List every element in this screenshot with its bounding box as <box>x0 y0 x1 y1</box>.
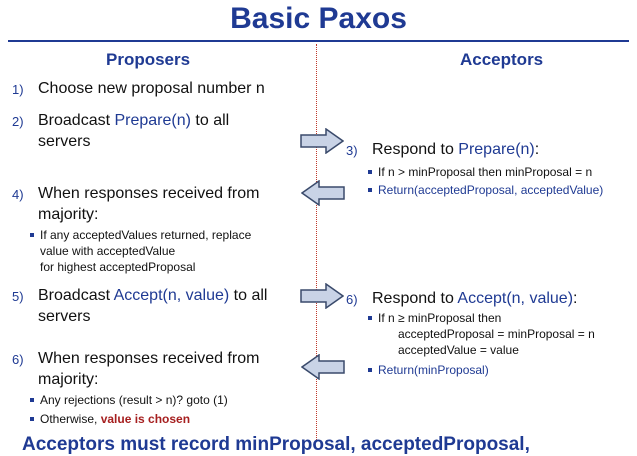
step-text-line2: majority: <box>38 206 99 223</box>
prepare-message: Prepare(n) <box>458 141 535 158</box>
bullet-continuation: acceptedProposal = minProposal = n <box>398 327 595 341</box>
step-text-line2: servers <box>38 133 91 150</box>
step-text: Choose new proposal number n <box>38 80 265 97</box>
bullet-dot <box>30 398 34 402</box>
proposers-heading: Proposers <box>106 50 191 69</box>
step-number: 6) <box>12 352 24 367</box>
footer-note: Acceptors must record minProposal, accep… <box>22 434 530 455</box>
bullet-dot <box>30 233 34 237</box>
step-text-line2: servers <box>38 308 91 325</box>
value-chosen-text: value is chosen <box>100 412 191 426</box>
step-number: 2) <box>12 114 24 129</box>
bullet-continuation: for highest acceptedProposal <box>40 260 196 274</box>
step-text-line2: majority: <box>38 371 99 388</box>
column-divider <box>316 44 317 442</box>
step-text: Broadcast Accept(n, value) to all <box>38 287 268 304</box>
bullet-dot <box>368 368 372 372</box>
page-title: Basic Paxos <box>230 2 407 35</box>
step-number: 4) <box>12 187 24 202</box>
arrow-right-icon <box>300 283 344 309</box>
title-rule <box>8 40 629 42</box>
step-number: 3) <box>346 143 358 158</box>
bullet-dot <box>368 170 372 174</box>
step-number: 5) <box>12 289 24 304</box>
arrow-left-icon <box>301 180 345 206</box>
bullet-continuation: value with acceptedValue <box>40 244 176 258</box>
step-number: 6) <box>346 292 358 307</box>
arrow-left-icon <box>301 354 345 380</box>
acceptors-heading: Acceptors <box>460 50 544 69</box>
arrow-right-icon <box>300 128 344 154</box>
bullet-dot <box>368 188 372 192</box>
bullet-dot <box>368 316 372 320</box>
step-text: Broadcast Prepare(n) to all <box>38 112 230 129</box>
step-text: When responses received from <box>38 350 260 367</box>
bullet-dot <box>30 417 34 421</box>
accept-message: Accept(n, value) <box>457 290 574 307</box>
step-text: Respond to Accept(n, value): <box>372 290 578 307</box>
accept-message: Accept(n, value) <box>113 287 230 304</box>
prepare-message: Prepare(n) <box>114 112 191 129</box>
step-text: When responses received from <box>38 185 260 202</box>
step-number: 1) <box>12 82 24 97</box>
step-text: Respond to Prepare(n): <box>372 141 540 158</box>
bullet-continuation: acceptedValue = value <box>398 343 519 357</box>
